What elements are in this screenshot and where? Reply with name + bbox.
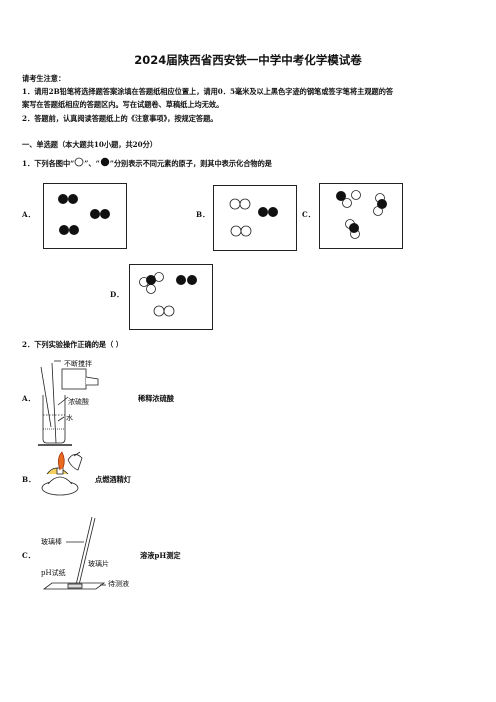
q2-option-a-label[interactable]: A． — [22, 394, 35, 403]
q2-option-b-figure[interactable] — [38, 448, 92, 498]
q1-option-d-label[interactable]: D． — [110, 290, 124, 299]
q1-option-d-figure[interactable] — [129, 264, 213, 330]
q1-option-c-label[interactable]: C． — [302, 210, 315, 219]
label-water: 水 — [66, 414, 73, 422]
q1-option-b-figure[interactable] — [213, 185, 297, 251]
notice-item1-line2: 案写在答题纸相应的答题区内。写在试题卷、草稿纸上均无效。 — [22, 100, 224, 109]
q2-option-b-label[interactable]: B． — [22, 475, 36, 484]
q1-option-c-figure[interactable] — [319, 183, 403, 249]
label-glass-rod: 玻璃棒 — [41, 538, 62, 546]
q1-option-a-figure[interactable] — [43, 183, 127, 249]
notice-item1-line1: 1．请用2B铅笔将选择题答案涂填在答题纸相应位置上，请用0．5毫米及以上黑色字迹… — [22, 87, 394, 96]
q2-option-b-caption: 点燃酒精灯 — [95, 475, 131, 484]
label-test-solution: 待测液 — [108, 580, 129, 588]
black-atom-icon — [100, 157, 109, 167]
notice-item2: 2．答题前，认真阅读答题纸上的《注意事项》，按规定答题。 — [22, 114, 218, 123]
section-heading: 一、单选题（本大题共10小题，共20分） — [22, 140, 158, 149]
notice-heading: 请考生注意： — [22, 74, 66, 83]
white-atom-icon — [74, 157, 84, 167]
q1-option-a-label[interactable]: A． — [22, 210, 35, 219]
q2-option-c-label[interactable]: C． — [22, 551, 35, 560]
q2-option-a-figure[interactable]: 不断搅拌 浓硫酸 水 — [38, 355, 138, 447]
label-glass-plate: 玻璃片 — [88, 560, 109, 568]
page-title: 2024届陕西省西安铁一中学中考化学模试卷 — [134, 53, 362, 67]
q2-option-c-figure[interactable]: 玻璃棒 玻璃片 pH试纸 待测液 — [38, 515, 148, 597]
q2-option-a-caption: 稀释浓硫酸 — [138, 394, 174, 403]
question-2-stem: 2．下列实验操作正确的是（ ） — [22, 340, 123, 349]
label-ph-paper: pH试纸 — [41, 569, 66, 577]
question-1-stem: 1．下列各图中“”、“”分别表示不同元素的原子，则其中表示化合物的是 — [22, 157, 272, 168]
q1-option-b-label[interactable]: B． — [196, 210, 210, 219]
label-stir: 不断搅拌 — [64, 360, 92, 368]
label-conc-acid: 浓硫酸 — [68, 398, 89, 406]
q2-option-c-caption: 溶液pH测定 — [140, 551, 181, 560]
